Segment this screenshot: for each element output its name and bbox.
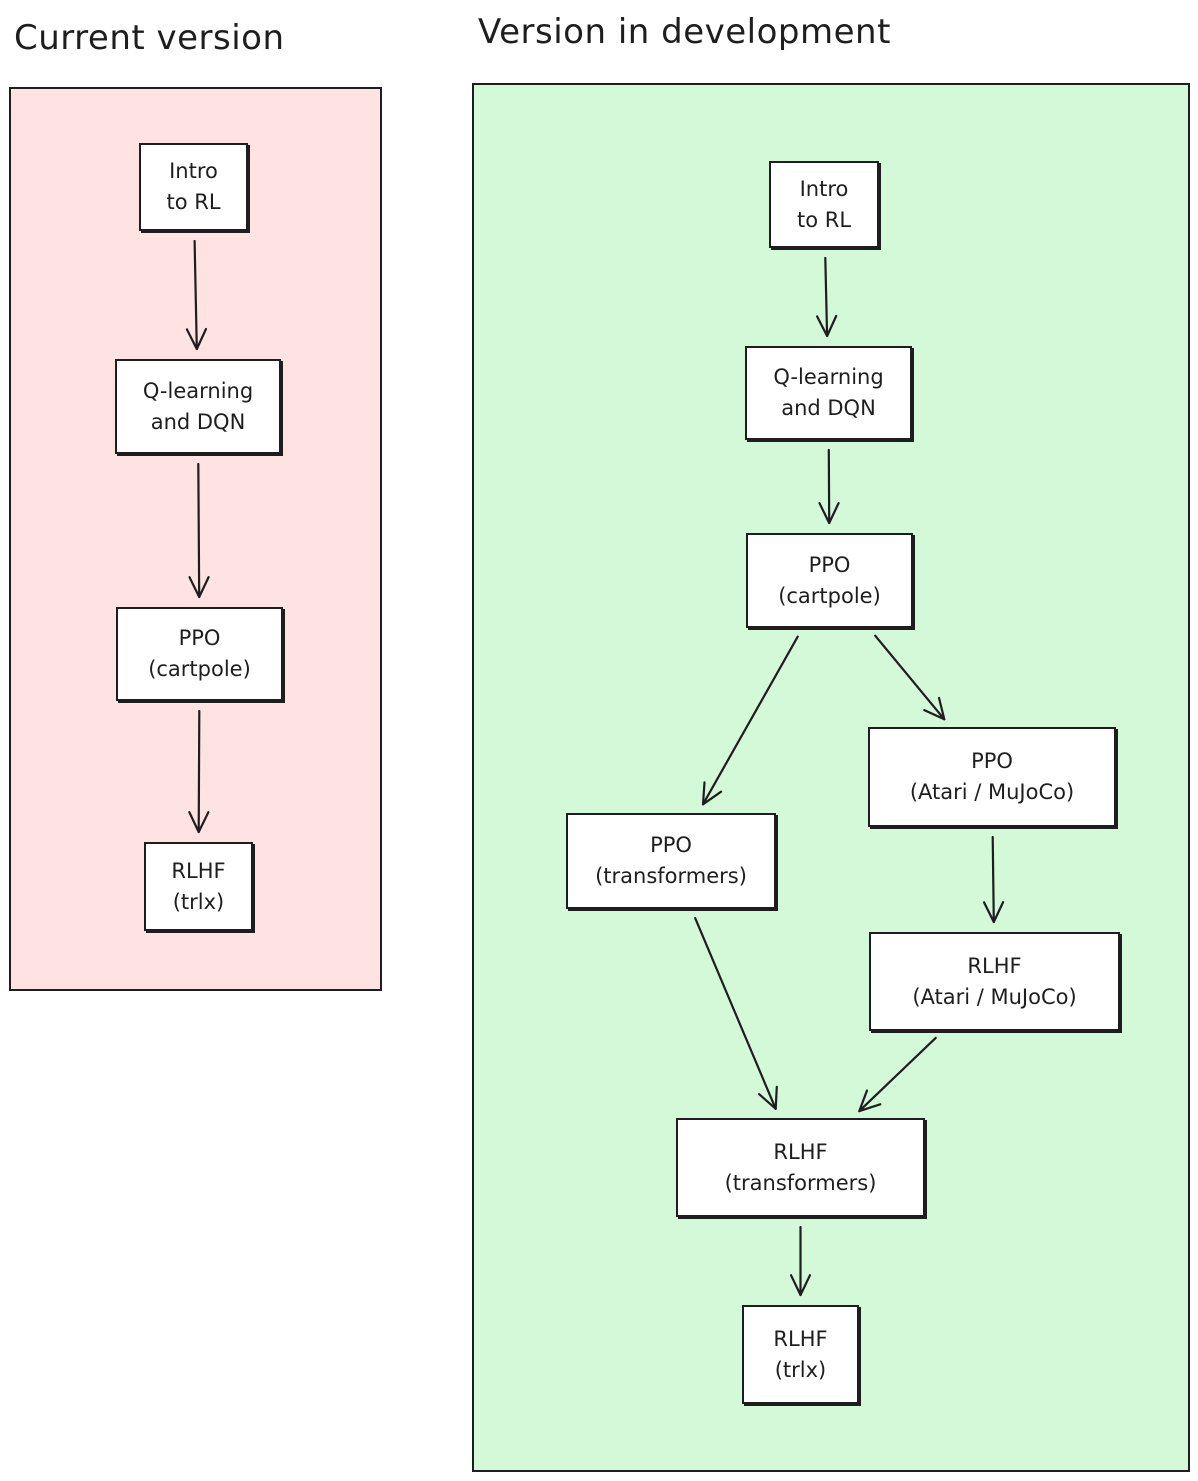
node-line: Intro <box>169 159 218 183</box>
node-ppo-cartpole: PPO (cartpole) <box>746 533 913 628</box>
node-line: (Atari / MuJoCo) <box>912 984 1077 1009</box>
node-line: Intro <box>799 176 849 201</box>
node-rlhf-atari-mujoco: RLHF (Atari / MuJoCo) <box>869 932 1120 1031</box>
node-line: to RL <box>166 190 221 214</box>
node-ppo-atari-mujoco: PPO (Atari / MuJoCo) <box>868 727 1116 827</box>
node-ppo-transformers: PPO (transformers) <box>566 813 776 909</box>
node-line: RLHF <box>773 1326 828 1351</box>
node-line: RLHF <box>773 1139 828 1164</box>
node-line: (cartpole) <box>778 583 881 608</box>
node-line: Q-learning <box>142 378 254 403</box>
node-line: (trlx) <box>774 1357 827 1382</box>
node-line: (trlx) <box>172 889 225 914</box>
node-line: RLHF <box>171 858 226 883</box>
node-rlhf-trlx: RLHF (trlx) <box>742 1305 859 1404</box>
node-line: Q-learning <box>773 365 884 389</box>
node-line: PPO <box>808 552 851 577</box>
node-line: and DQN <box>150 409 246 434</box>
node-line: RLHF <box>967 953 1022 978</box>
node-q-learning-dqn: Q-learning and DQN <box>745 346 912 440</box>
node-line: PPO <box>971 749 1013 773</box>
node-rlhf-trlx: RLHF (trlx) <box>144 842 253 931</box>
node-line: and DQN <box>781 396 876 420</box>
node-line: (cartpole) <box>148 657 251 681</box>
node-line: PPO <box>178 626 221 650</box>
node-line: (Atari / MuJoCo) <box>909 780 1075 804</box>
node-line: to RL <box>796 207 852 232</box>
current-version-panel <box>9 87 382 991</box>
node-line: PPO <box>650 833 692 857</box>
node-line: (transformers) <box>724 1170 877 1195</box>
node-intro-to-rl: Intro to RL <box>769 161 879 248</box>
development-version-heading: Version in development <box>478 12 891 52</box>
node-intro-to-rl: Intro to RL <box>139 143 248 231</box>
current-version-heading: Current version <box>14 18 285 58</box>
node-line: (transformers) <box>595 864 747 888</box>
node-q-learning-dqn: Q-learning and DQN <box>115 359 281 454</box>
node-ppo-cartpole: PPO (cartpole) <box>116 607 283 701</box>
node-rlhf-transformers: RLHF (transformers) <box>676 1118 925 1217</box>
